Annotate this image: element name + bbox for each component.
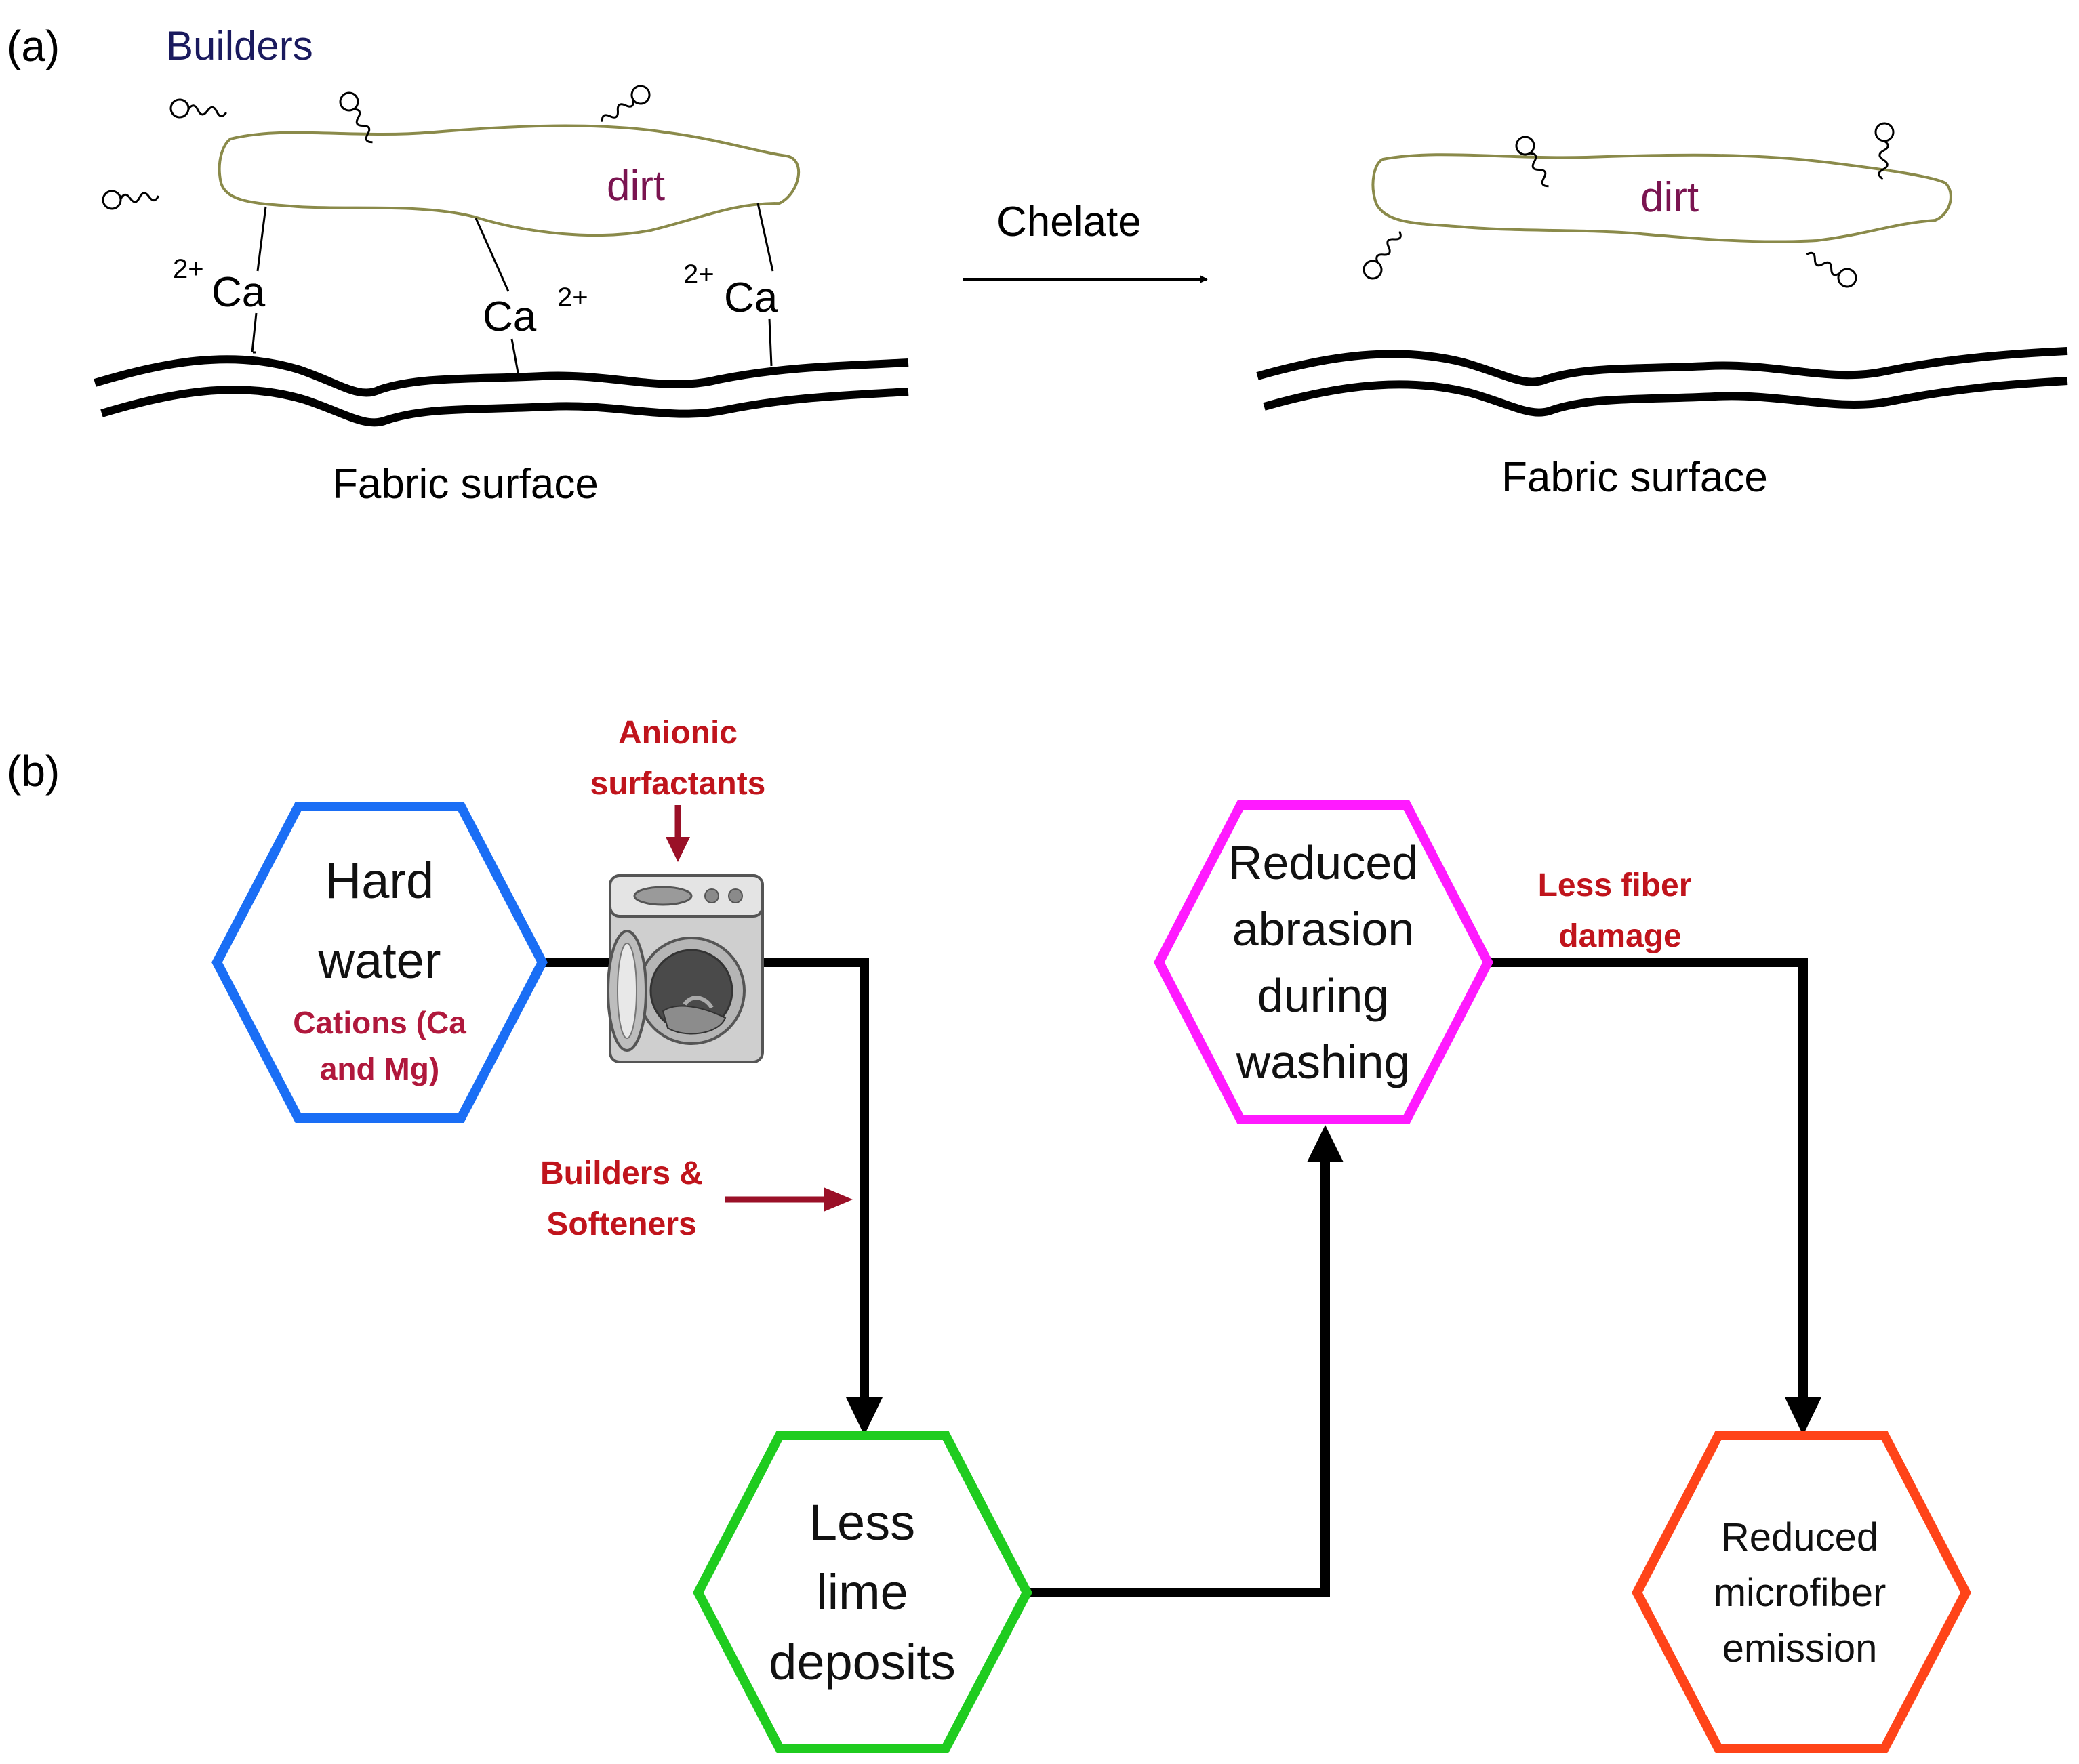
dirt-particle-right [1371, 153, 1952, 243]
flow-connectors [542, 958, 1808, 1597]
tether-line [768, 318, 773, 367]
less-fiber-label-2: damage [1558, 918, 1681, 954]
tether-line [510, 338, 520, 377]
reduced-microfiber-line3: emission [1722, 1626, 1878, 1670]
hard-water-sub1: Cations (Ca [293, 1005, 466, 1040]
ca-right-charge: 2+ [683, 260, 714, 289]
less-lime-line1: Less [809, 1494, 915, 1551]
hard-water-line2: water [318, 932, 441, 989]
dirt-label-right: dirt [1640, 174, 1699, 221]
ca-left: Ca [211, 269, 266, 316]
anionic-arrowhead [666, 837, 690, 862]
builders-softeners-label-2: Softeners [546, 1206, 696, 1242]
less-lime-line3: deposits [769, 1634, 956, 1690]
builder-molecule-icon [1359, 225, 1408, 283]
fabric-surface-right [1263, 377, 2068, 417]
hex-hard-water [211, 802, 548, 1123]
anionic-label-2: surfactants [590, 766, 766, 802]
reduced-abrasion-line1: Reduced [1228, 836, 1418, 889]
hard-water-sub2: and Mg) [320, 1051, 439, 1086]
builders-arrowhead [824, 1187, 853, 1212]
hex-less-lime [693, 1431, 1032, 1753]
tether-line [251, 312, 258, 353]
ca-right: Ca [724, 274, 778, 321]
chelate-label: Chelate [996, 199, 1142, 245]
ca-mid-charge: 2+ [557, 283, 588, 312]
hard-water-line1: Hard [325, 853, 434, 909]
arrow-to-reduced-abrasion [1307, 1125, 1344, 1162]
dirt-particle-left [218, 124, 800, 237]
reduced-abrasion-line3: during [1257, 969, 1390, 1022]
fabric-label-left: Fabric surface [332, 461, 599, 508]
less-fiber-label-1: Less fiber [1538, 867, 1692, 903]
less-lime-line2: lime [816, 1564, 908, 1620]
fabric-surface-right [1256, 347, 2068, 386]
panel-a: (a) Builders dirt 2+ Ca Ca 2+ 2+ Ca Fabr… [7, 22, 2068, 508]
reduced-abrasion-line2: abrasion [1232, 903, 1415, 956]
reduced-microfiber-line2: microfiber [1714, 1571, 1886, 1615]
anionic-label-1: Anionic [618, 715, 738, 751]
ca-left-charge: 2+ [173, 254, 204, 284]
builder-molecule-icon [1512, 132, 1558, 192]
panel-b: (b) Anionic surfactants Builders & Softe… [7, 715, 1971, 1753]
tether-line [256, 206, 267, 272]
builder-molecule-icon [596, 81, 654, 130]
fabric-surface-left [100, 386, 909, 427]
reduced-abrasion-line4: washing [1236, 1035, 1411, 1088]
hex-reduced-abrasion [1154, 800, 1493, 1124]
ca-mid: Ca [483, 293, 537, 340]
builders-label: Builders [166, 23, 313, 68]
builder-molecule-icon [169, 98, 228, 123]
fabric-surface-left [94, 355, 909, 397]
reduced-microfiber-line1: Reduced [1721, 1515, 1878, 1559]
builder-molecule-icon [1801, 245, 1861, 291]
arrow-to-reduced-microfiber [1785, 1397, 1821, 1435]
builder-molecule-icon [336, 88, 382, 148]
tether-line [475, 218, 510, 292]
arrow-to-less-lime [846, 1397, 883, 1435]
panel-b-tag: (b) [7, 747, 60, 796]
panel-a-tag: (a) [7, 22, 60, 70]
builders-softeners-label-1: Builders & [540, 1155, 703, 1191]
dirt-label-left: dirt [607, 163, 665, 209]
fabric-label-right: Fabric surface [1501, 454, 1768, 501]
builder-molecule-icon [101, 186, 161, 211]
tether-line [756, 203, 774, 272]
washing-machine-icon [607, 874, 764, 1063]
hex-reduced-microfiber [1632, 1431, 1971, 1753]
